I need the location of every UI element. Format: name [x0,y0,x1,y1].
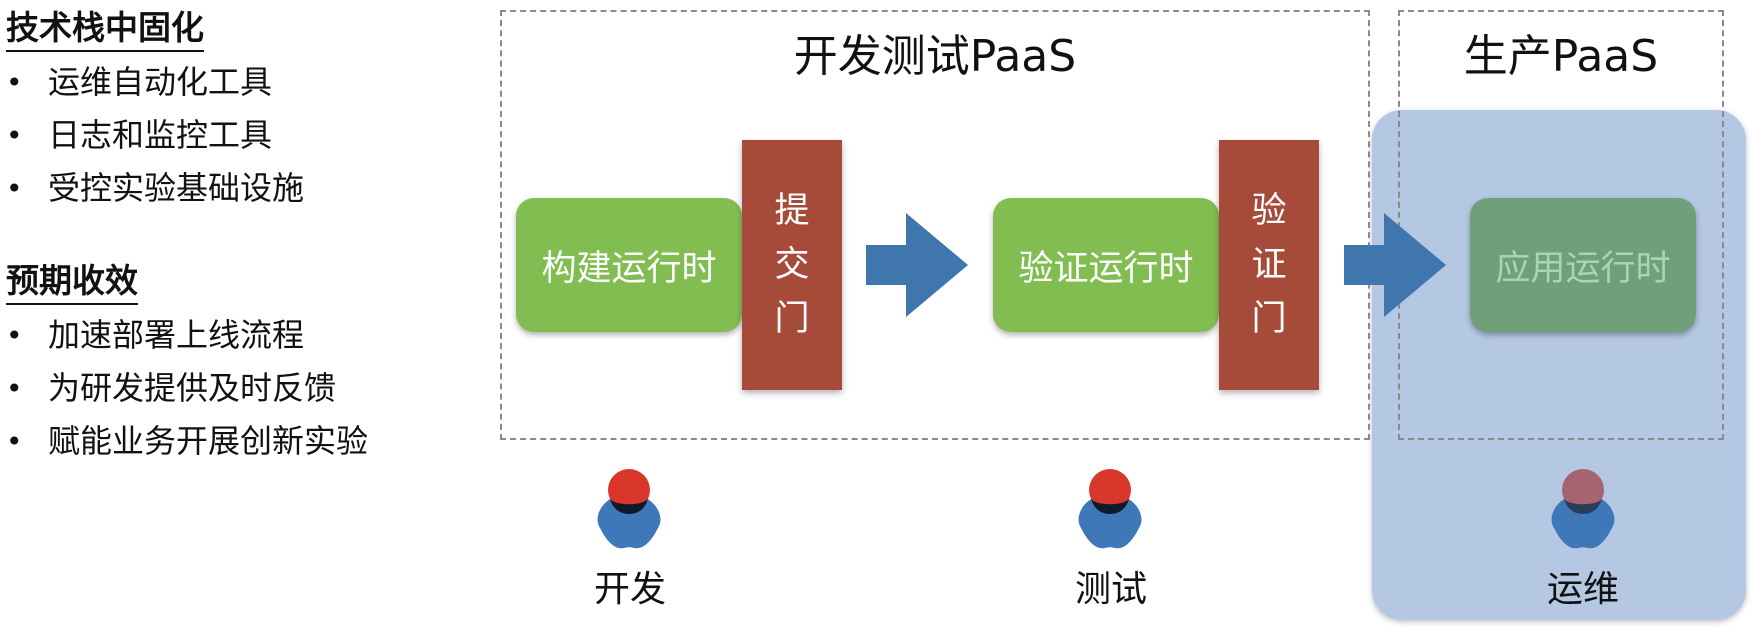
list-item-text: 运维自动化工具 [48,63,273,101]
list-item-text: 加速部署上线流程 [48,316,305,354]
prod-paas-title: 生产PaaS [1463,31,1659,82]
left-panel: 技术栈中固化 • 运维自动化工具 • 日志和监控工具 • 受控实验基础设施 预期收效 … [6,8,436,468]
person-icon [1551,469,1615,549]
build-runtime-box: 构建运行时 [516,198,742,332]
bullet-icon: • [6,425,23,458]
gate-char: 门 [1251,299,1287,339]
verify-runtime-box: 验证运行时 [993,198,1219,332]
list-item: • 运维自动化工具 [6,56,436,109]
section-heading: 预期收效 [6,261,138,305]
bullet-icon: • [6,319,23,352]
bullet-list: • 加速部署上线流程 • 为研发提供及时反馈 • 赋能业务开展创新实验 [6,309,436,468]
commit-gate: 提 交 门 [742,140,842,390]
list-item: • 日志和监控工具 [6,109,436,162]
devtest-paas-title: 开发测试PaaS [793,31,1077,82]
list-item: • 受控实验基础设施 [6,162,436,215]
right-arrow-icon [1344,213,1446,317]
bullet-icon: • [6,372,23,405]
person-icon [597,469,661,549]
section-heading: 技术栈中固化 [6,8,204,52]
gate-char: 提 [774,191,810,231]
list-item: • 为研发提供及时反馈 [6,362,436,415]
list-item-text: 日志和监控工具 [48,116,273,154]
person-icon [1078,469,1142,549]
role-dev-label: 开发 [593,569,666,610]
role-ops-label: 运维 [1546,569,1619,610]
bullet-icon: • [6,66,23,99]
devtest-paas-frame [500,10,1370,440]
list-item-text: 受控实验基础设施 [48,169,305,207]
gate-char: 交 [774,245,810,285]
bullet-list: • 运维自动化工具 • 日志和监控工具 • 受控实验基础设施 [6,56,436,215]
prod-paas-frame [1398,10,1724,440]
gate-char: 验 [1251,191,1287,231]
gate-char: 门 [774,299,810,339]
bullet-icon: • [6,119,23,152]
list-item: • 加速部署上线流程 [6,309,436,362]
bullet-icon: • [6,172,23,205]
section-expected-benefits: 预期收效 • 加速部署上线流程 • 为研发提供及时反馈 • 赋能业务开展创新实验 [6,261,436,468]
role-test-label: 测试 [1074,569,1147,610]
list-item-text: 为研发提供及时反馈 [48,369,337,407]
section-tech-stack: 技术栈中固化 • 运维自动化工具 • 日志和监控工具 • 受控实验基础设施 [6,8,436,215]
list-item: • 赋能业务开展创新实验 [6,415,436,468]
list-item-text: 赋能业务开展创新实验 [48,422,369,460]
gate-char: 证 [1251,245,1287,285]
right-arrow-icon [866,213,968,317]
app-runtime-box: 应用运行时 [1470,198,1696,332]
verify-gate: 验 证 门 [1219,140,1319,390]
